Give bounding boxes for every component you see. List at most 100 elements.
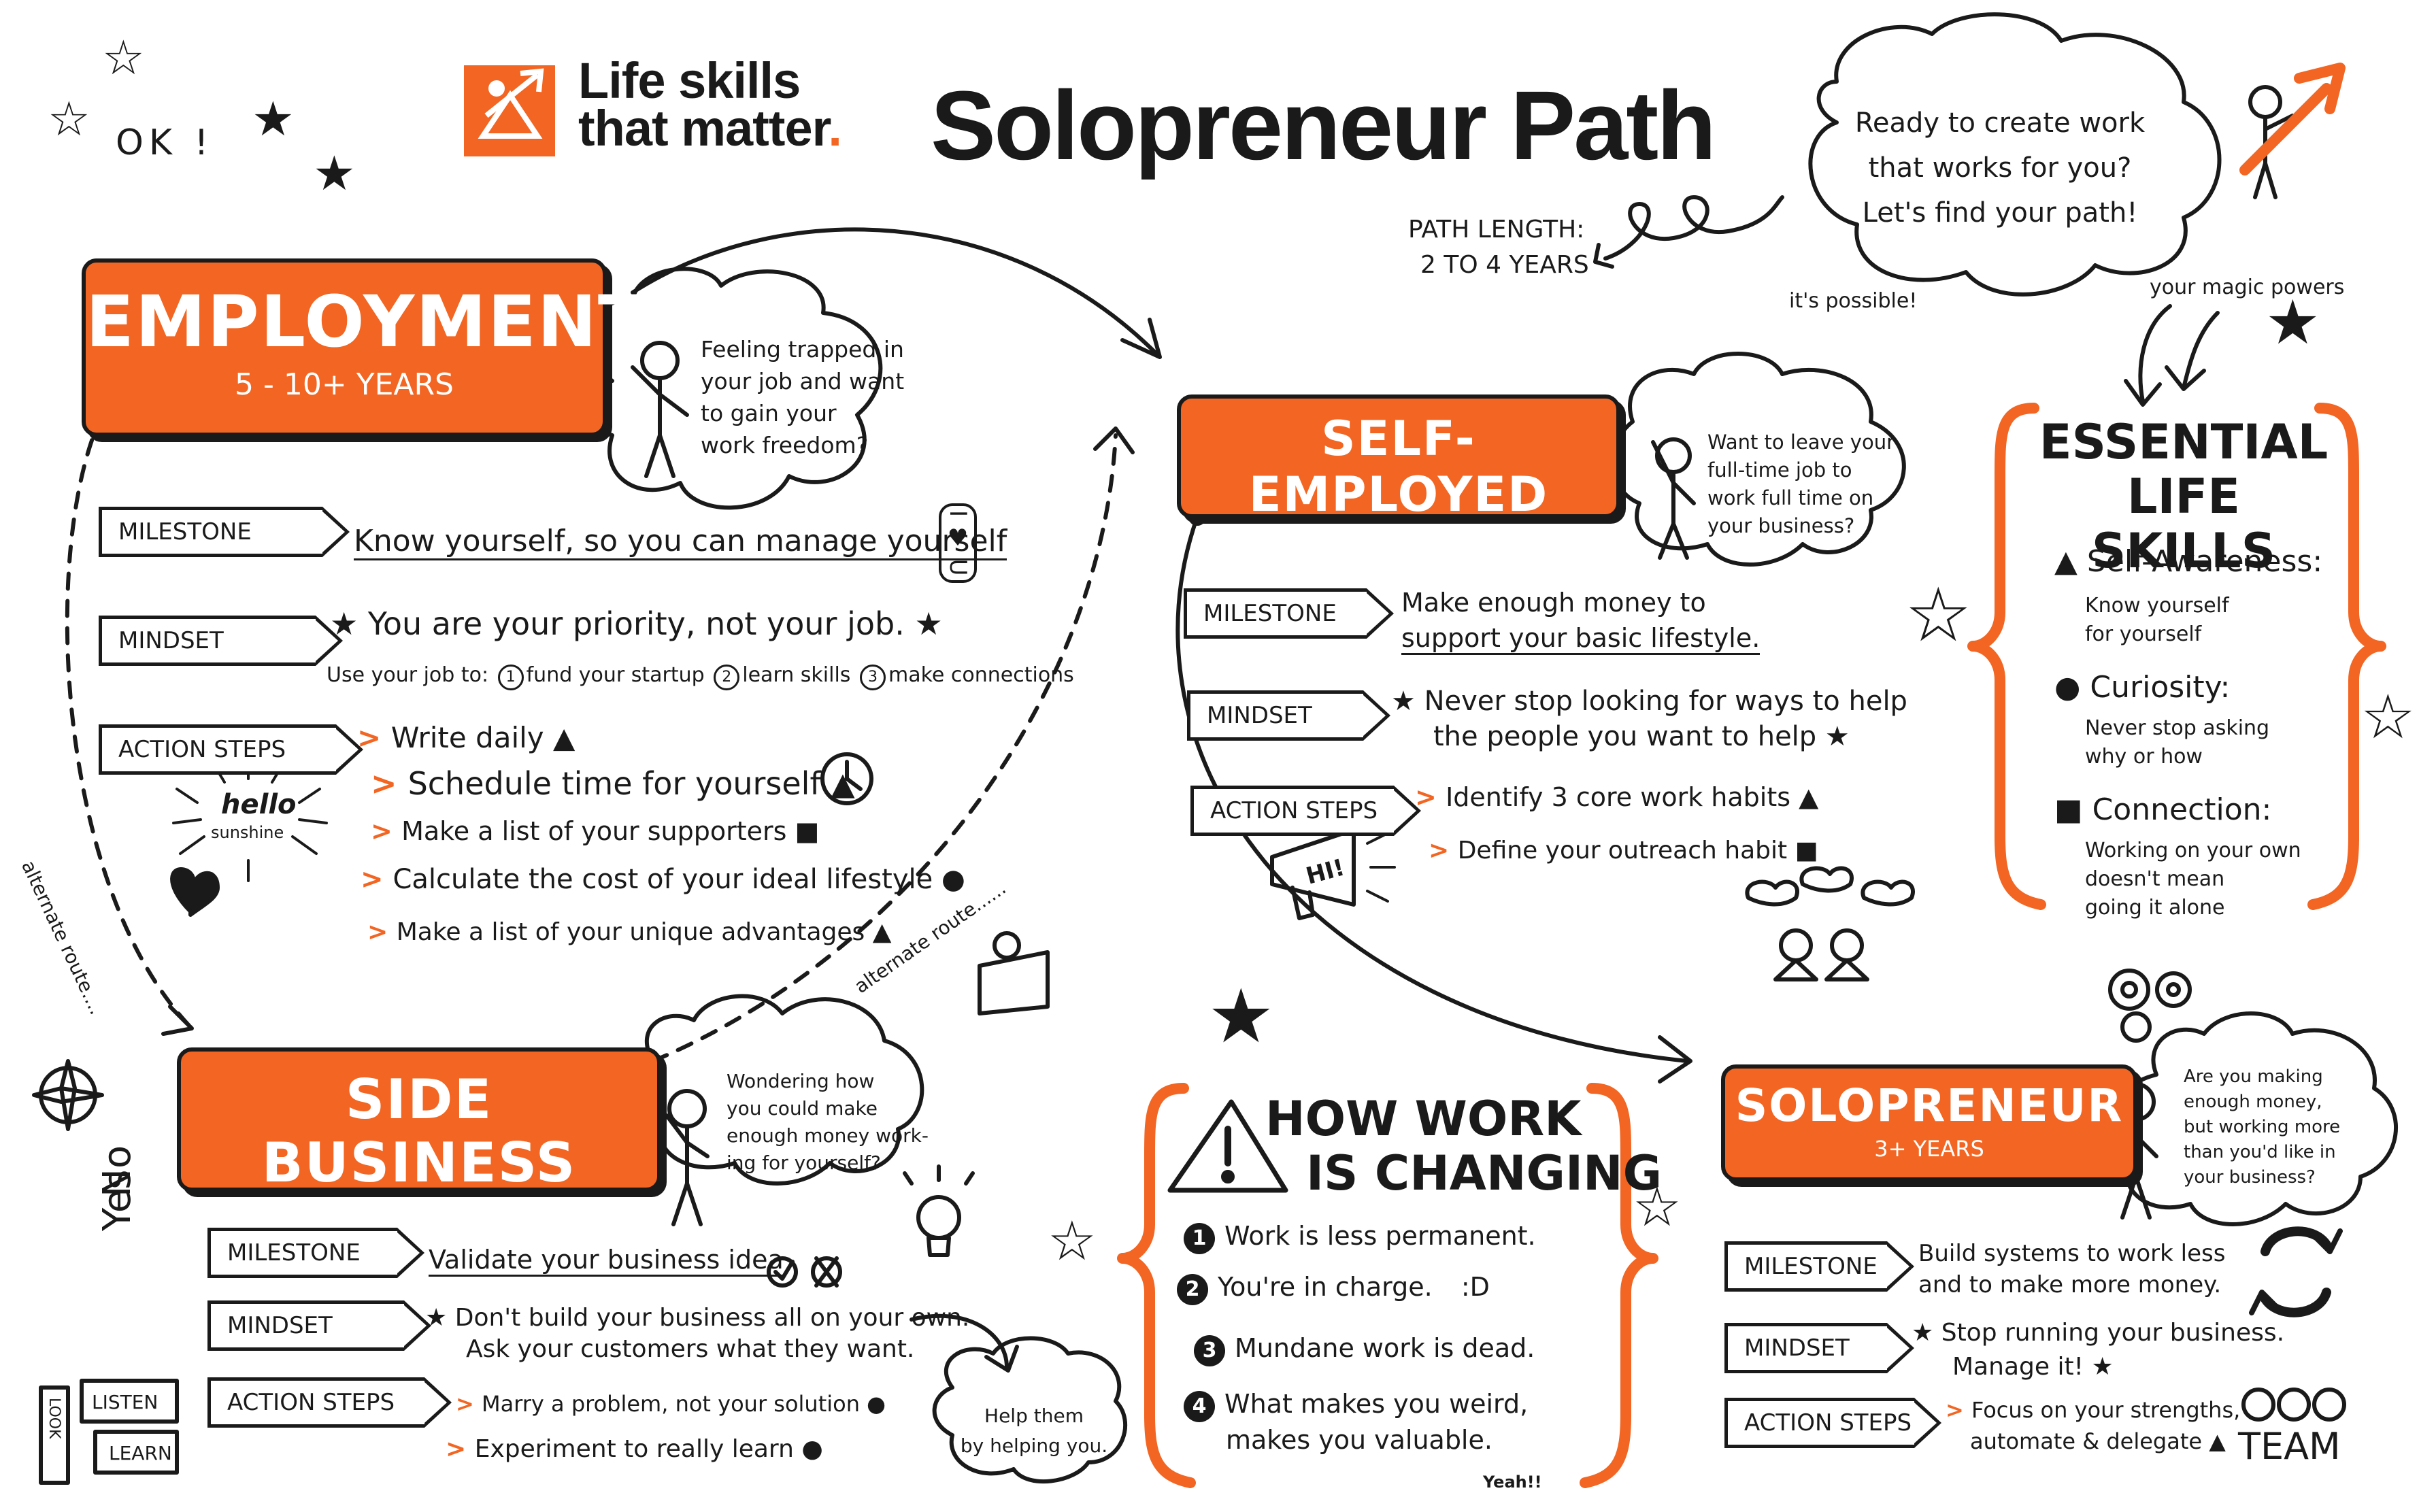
growth-arrow-icon [2239,63,2346,175]
change-text: You're in charge. [1218,1272,1433,1302]
skill-desc-line: doesn't mean [2085,867,2225,891]
side-business-duration: 1 - 3 YEARS [339,1198,499,1230]
cross-icon [811,1256,842,1288]
gears-icon [2108,969,2192,1043]
thought-line: to gain your [701,400,837,426]
change-text: Mundane work is dead. [1235,1333,1535,1363]
side-mindset: ★ Don't build your business all on your … [425,1303,969,1365]
help-line: by helping you. [960,1434,1108,1457]
action-text: Focus on your strengths, [1971,1397,2241,1423]
brand-logo-icon [464,65,555,156]
number-badge: 1 [1184,1223,1215,1254]
skill-mark: ● [2054,670,2081,705]
star-icon: ☆ [48,93,90,146]
milestone-text: and to make more money. [1918,1271,2222,1298]
path-arrowhead-2 [1658,1035,1692,1083]
conversation-icon [1745,866,1915,981]
cheering-person-icon [1651,437,1696,560]
skill-desc-line: Never stop asking [2085,716,2270,740]
solopreneur-thought: Are you making enough money, but working… [2184,1064,2340,1190]
mindset-text: Don't build your business all on your ow… [454,1304,970,1332]
thought-line: your job and want [701,368,905,394]
path-length: PATH LENGTH: 2 TO 4 YEARS [1408,212,1589,283]
map-icon [978,931,1050,1015]
self-employed-milestone: Make enough money to support your basic … [1401,585,1761,656]
no-doodle: No [95,1145,139,1197]
action-step: > Write daily ▲ [357,721,575,754]
self-employed-action-tag: ACTION STEPS [1190,786,1421,836]
title-line: ESSENTIAL [2039,414,2329,470]
solo-mindset: ★ Stop running your business. Manage it!… [1912,1319,2285,1381]
clock-icon [820,752,873,805]
star-icon: ☆ [2360,684,2416,752]
cloud-self [1611,352,1906,567]
essential-skills-title: ESSENTIAL LIFE SKILLS [2034,415,2333,578]
lightbulb-icon [903,1164,975,1257]
learn-label: LEARN [109,1442,172,1464]
skill-item: ● Curiosity: [2054,670,2230,705]
thought-line: Feeling trapped in [701,336,904,363]
self-employed-mindset-tag: MINDSET [1187,690,1390,741]
employment-title: EMPLOYMENT [86,280,648,363]
thinking-person-icon [631,341,689,478]
change-text: Work is less permanent. [1224,1221,1536,1251]
skill-name: Connection: [2092,792,2272,827]
employment-action-tag: ACTION STEPS [99,724,363,775]
skill-desc: Know yourself for yourself [2085,592,2229,649]
bracket-left-changing [1117,1083,1196,1488]
refresh-icon [2249,1226,2343,1317]
mindset-text: Stop running your business. [1941,1319,2285,1347]
use-item: fund your startup [526,663,705,687]
number-badge: 2 [714,665,740,690]
path-arrow-employment-to-self [631,227,1158,356]
action-text: automate & delegate ▲ [1970,1428,2226,1454]
self-employed-mindset: ★ Never stop looking for ways to help th… [1391,686,1907,752]
change-item: 1 Work is less permanent. [1184,1221,1536,1254]
action-step: > Marry a problem, not your solution ● [456,1391,886,1417]
page-title: Solopreneur Path [931,71,1716,180]
action-text: Write daily ▲ [390,721,575,754]
action-step: > Make a list of your supporters ■ [371,816,820,846]
skill-mark: ▲ [2054,544,2078,579]
employment-banner: EMPLOYMENT 5 - 10+ YEARS [82,258,648,437]
heart-icon [170,867,220,917]
intro-line: that works for you? [1868,152,2132,184]
side-mindset-tag: MINDSET [207,1300,431,1351]
side-business-thought: Wondering how you could make enough mone… [727,1068,929,1177]
title-line: IS CHANGING [1306,1145,1663,1201]
path-length-value: 2 TO 4 YEARS [1420,251,1589,279]
climber-person-icon [2248,85,2295,199]
employment-milestone: Know yourself, so you can manage yoursel… [354,524,1007,560]
thought-line: work freedom? [701,432,869,458]
thought-line: your business? [2184,1167,2316,1188]
change-text: makes you valuable. [1226,1425,1492,1455]
milestone-text: Make enough money to [1401,588,1706,618]
self-employed-thought: Want to leave your full-time job to work… [1707,429,1895,540]
use-job-label: Use your job to: [327,663,489,687]
brand-name: Life skills that matter. [578,56,842,154]
solo-action-tag: ACTION STEPS [1724,1398,1941,1448]
milestone-text: Build systems to work less [1918,1240,2226,1267]
number-badge: 3 [859,665,886,690]
star-icon: ☆ [1048,1211,1097,1271]
thought-line: work full time on [1707,486,1874,509]
cloud-intro [1808,12,2222,297]
milestone-text: support your basic lifestyle. [1401,623,1761,655]
employment-thought: Feeling trapped in your job and want to … [701,333,904,461]
magic-powers-note: your magic powers [2150,275,2345,299]
bracket-left-skills [1967,403,2046,910]
intro-line: Let's find your path! [1862,197,2138,229]
action-step: > Experiment to really learn ● [446,1435,823,1463]
mindset-text: Manage it! [1952,1353,2084,1381]
change-text: What makes you weird, [1224,1389,1529,1419]
action-text: Experiment to really learn ● [474,1435,823,1463]
action-text: Calculate the cost of your ideal lifesty… [393,864,965,895]
thought-line: Wondering how [727,1070,875,1092]
employment-milestone-tag: MILESTONE [99,507,350,557]
look-label: LOOK [46,1398,63,1439]
skill-item: ▲ Self-Awareness: [2054,544,2322,579]
cloud-help [932,1336,1128,1484]
